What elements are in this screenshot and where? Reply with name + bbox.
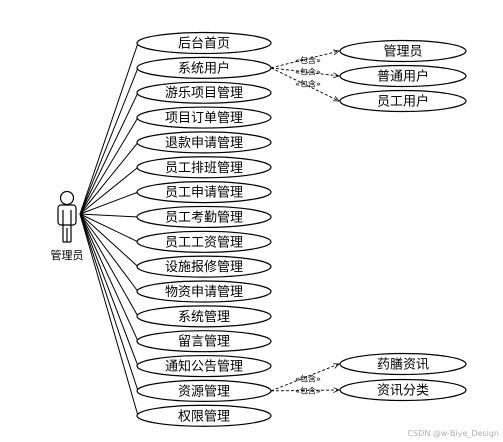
- included-use-case-ellipse: [339, 39, 467, 63]
- use-case-label: 资源管理: [178, 384, 230, 399]
- include-relationships: «包含»«包含»«包含»«包含»«包含»: [270, 51, 339, 395]
- use-case: 员工申请管理: [136, 181, 272, 204]
- use-case: 游乐项目管理: [136, 81, 272, 104]
- included-use-case-label: 药膳资讯: [377, 357, 429, 373]
- included-use-case-label: 管理员: [383, 45, 422, 60]
- use-case: 系统用户: [136, 56, 272, 79]
- association-line: [79, 213, 139, 367]
- use-case-label: 员工申请管理: [165, 186, 243, 201]
- included-use-case: 资讯分类: [339, 378, 467, 402]
- association-line: [79, 213, 139, 218]
- use-case-ellipse: [136, 181, 272, 204]
- use-case-label: 留言管理: [178, 335, 230, 350]
- watermark: CSDN @w-Biye_Design: [408, 429, 499, 438]
- include-label: «包含»: [295, 55, 321, 65]
- include-line: [270, 390, 339, 391]
- association-line: [79, 213, 139, 268]
- actor-admin: 管理员: [51, 190, 84, 262]
- use-case-ellipse: [136, 81, 272, 104]
- use-case-label: 系统用户: [178, 60, 230, 76]
- include-label: «包含»: [295, 385, 321, 395]
- use-case-label: 系统管理: [178, 310, 230, 325]
- association-line: [79, 213, 139, 243]
- association-line: [79, 213, 139, 392]
- included-use-case: 普通用户: [339, 64, 467, 88]
- included-use-case-ellipse: [339, 89, 467, 113]
- use-case-label: 权限管理: [178, 408, 230, 424]
- included-use-case-ellipse: [339, 378, 467, 402]
- use-case-label: 通知公告管理: [165, 359, 243, 375]
- use-case: 通知公告管理: [136, 354, 272, 378]
- association-lines: [79, 42, 139, 416]
- include-line: [270, 51, 339, 69]
- use-case-ellipse: [136, 156, 272, 179]
- included-use-case-label: 普通用户: [377, 69, 429, 85]
- use-case-ellipse: [136, 354, 272, 378]
- use-case: 项目订单管理: [136, 106, 272, 129]
- include-label: «包含»: [295, 373, 321, 383]
- include-label: «包含»: [295, 67, 321, 77]
- use-case-label: 后台首页: [178, 37, 230, 52]
- included-use-case: 管理员: [339, 39, 467, 63]
- use-case: 资源管理: [136, 379, 272, 402]
- use-case: 员工排班管理: [136, 156, 272, 179]
- use-case-label: 退款申请管理: [165, 136, 243, 151]
- association-line: [79, 117, 139, 215]
- association-line: [79, 213, 139, 342]
- use-case-label: 员工考勤管理: [165, 210, 243, 225]
- association-line: [79, 166, 139, 215]
- association-line: [79, 191, 139, 215]
- use-case: 物资申请管理: [136, 280, 272, 303]
- use-case-ellipse: [136, 31, 272, 55]
- use-case-list: 后台首页系统用户游乐项目管理项目订单管理退款申请管理员工排班管理员工申请管理员工…: [136, 31, 272, 427]
- included-use-case: 员工用户: [339, 89, 467, 113]
- use-case: 员工考勤管理: [136, 205, 272, 229]
- included-use-case-label: 资讯分类: [377, 384, 429, 399]
- included-use-case-ellipse: [339, 64, 467, 88]
- association-line: [79, 42, 139, 215]
- use-case-label: 设施报修管理: [165, 260, 243, 275]
- use-case-label: 员工工资管理: [165, 235, 243, 250]
- use-case-ellipse: [136, 280, 272, 303]
- use-case-ellipse: [136, 106, 272, 129]
- use-case: 后台首页: [136, 31, 272, 55]
- use-case-ellipse: [136, 131, 272, 154]
- use-case-ellipse: [136, 305, 272, 328]
- use-case-ellipse: [136, 330, 272, 353]
- use-case-ellipse: [136, 205, 272, 229]
- include-line: [270, 364, 339, 392]
- use-case-ellipse: [136, 56, 272, 79]
- association-line: [79, 92, 139, 215]
- included-use-case: 药膳资讯: [339, 352, 467, 376]
- use-case-ellipse: [136, 230, 272, 253]
- actor-figure-icon: [57, 190, 77, 243]
- actor-label: 管理员: [51, 248, 84, 262]
- use-case-ellipse: [136, 255, 272, 278]
- association-line: [79, 213, 139, 317]
- use-case-label: 游乐项目管理: [165, 86, 243, 101]
- use-case-label: 物资申请管理: [165, 285, 243, 300]
- include-line: [270, 67, 339, 101]
- use-case-label: 项目订单管理: [165, 111, 243, 126]
- included-use-case-ellipse: [339, 352, 467, 376]
- use-case: 留言管理: [136, 330, 272, 353]
- use-case: 设施报修管理: [136, 255, 272, 278]
- use-case: 退款申请管理: [136, 131, 272, 154]
- association-line: [79, 213, 139, 416]
- use-case-label: 员工排班管理: [165, 161, 243, 176]
- use-case-ellipse: [136, 404, 272, 427]
- use-case-ellipse: [136, 379, 272, 402]
- association-line: [79, 67, 139, 215]
- include-label: «包含»: [295, 78, 321, 88]
- include-line: [270, 67, 339, 76]
- association-line: [79, 213, 139, 292]
- use-case: 员工工资管理: [136, 230, 272, 253]
- use-case: 权限管理: [136, 404, 272, 427]
- use-case: 系统管理: [136, 305, 272, 328]
- included-use-case-label: 员工用户: [377, 94, 429, 110]
- association-line: [79, 142, 139, 215]
